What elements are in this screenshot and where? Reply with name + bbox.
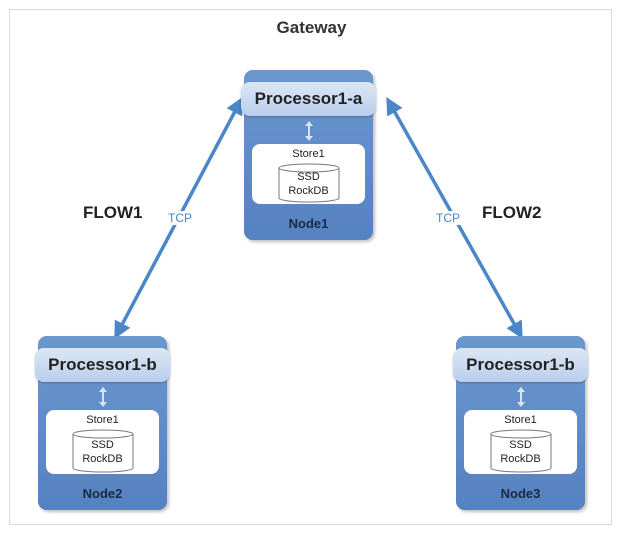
- node2-processor: Processor1-b: [35, 348, 170, 382]
- database-cylinder-icon: SSD RockDB: [490, 429, 552, 473]
- node3-store-label: Store1: [504, 414, 537, 426]
- node2-disk: SSD: [91, 439, 114, 451]
- node1-disk: SSD: [297, 171, 320, 183]
- node3-engine: RockDB: [500, 453, 541, 465]
- flow2-label: FLOW2: [482, 203, 542, 222]
- node3-name: Node3: [500, 486, 541, 501]
- node1-store: Store1 SSD RockDB: [252, 144, 365, 204]
- flow2-protocol-label: TCP: [434, 211, 462, 225]
- node2-store-label: Store1: [86, 414, 119, 426]
- node3-box: Processor1-b Store1 SSD RockDB Node3: [453, 336, 588, 510]
- node1-box: Processor1-a Store1 SSD RockDB Node1: [241, 70, 376, 240]
- node2-store: Store1 SSD RockDB: [46, 410, 159, 474]
- node3-processor: Processor1-b: [453, 348, 588, 382]
- node3-store: Store1 SSD RockDB: [464, 410, 577, 474]
- node1-store-label: Store1: [292, 148, 325, 160]
- bidirectional-link-icon: [304, 121, 313, 141]
- database-cylinder-icon: SSD RockDB: [72, 429, 134, 473]
- flow1-label: FLOW1: [83, 203, 143, 222]
- node1-name: Node1: [288, 216, 329, 231]
- diagram-title: Gateway: [276, 18, 347, 37]
- node2-box: Processor1-b Store1 SSD RockDB Node2: [35, 336, 170, 510]
- bidirectional-link-icon: [98, 387, 107, 407]
- node3-disk: SSD: [509, 439, 532, 451]
- node1-engine: RockDB: [288, 185, 329, 197]
- node2-name: Node2: [82, 486, 123, 501]
- database-cylinder-icon: SSD RockDB: [278, 163, 340, 203]
- node1-processor: Processor1-a: [241, 82, 376, 116]
- node2-engine: RockDB: [82, 453, 123, 465]
- bidirectional-link-icon: [516, 387, 525, 407]
- flow1-protocol-label: TCP: [166, 211, 194, 225]
